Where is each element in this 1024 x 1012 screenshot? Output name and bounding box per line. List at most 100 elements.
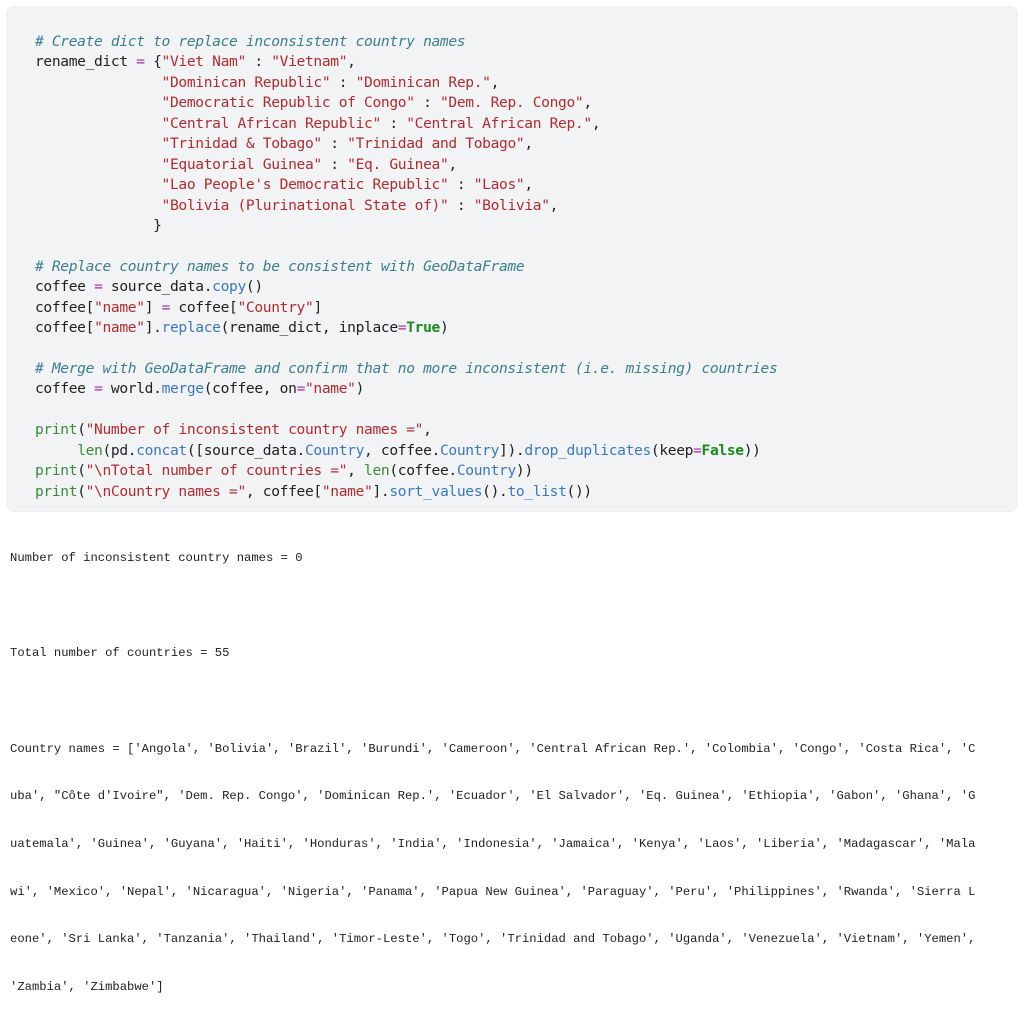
code-string: "name" (94, 298, 145, 316)
code-line: rename_dict = {"Viet Nam" : "Vietnam", (35, 52, 777, 72)
code-text: (rename_dict, inplace (220, 319, 399, 337)
code-string: "Dominican Republic" (161, 73, 331, 91)
code-string: "Central African Republic" (161, 114, 382, 132)
code-method: replace (161, 319, 221, 337)
code-text: , (423, 421, 432, 439)
code-string: "Bolivia" (473, 196, 550, 214)
code-comment: # Merge with GeoDataFrame and confirm th… (35, 360, 778, 377)
code-string: "name" (321, 482, 373, 500)
code-line: coffee = source_data.copy() (35, 277, 777, 297)
cell-output: Number of inconsistent country names = 0… (10, 519, 1018, 1012)
code-operator: = (136, 53, 145, 71)
code-method: Country (456, 462, 516, 480)
output-country-names-line: uatemala', 'Guinea', 'Guyana', 'Haiti', … (10, 837, 976, 852)
code-text: , (347, 53, 356, 71)
code-comment: # Replace country names to be consistent… (35, 257, 525, 275)
output-country-names-line: wi', 'Mexico', 'Nepal', 'Nicaragua', 'Ni… (10, 884, 976, 899)
code-text: (). (482, 482, 508, 500)
code-text: : (414, 94, 440, 112)
code-text: ]. (372, 482, 390, 500)
code-string: "name" (94, 319, 145, 337)
code-method: merge (161, 380, 205, 398)
code-string: "Equatorial Guinea" (161, 155, 323, 173)
code-text: world. (102, 380, 162, 398)
code-text: , (591, 114, 601, 132)
code-text: )) (515, 462, 533, 480)
code-line: "Democratic Republic of Congo" : "Dem. R… (35, 93, 777, 113)
code-string: "Democratic Republic of Congo" (161, 94, 415, 112)
code-line: "Bolivia (Plurinational State of)" : "Bo… (35, 196, 777, 216)
code-line: print("Number of inconsistent country na… (35, 420, 777, 440)
output-total-countries: Total number of countries = 55 (10, 646, 230, 661)
code-keyword: False (701, 441, 745, 459)
code-operator: = (94, 380, 103, 398)
code-line: "Equatorial Guinea" : "Eq. Guinea", (35, 155, 777, 175)
code-keyword: True (406, 319, 440, 337)
code-line: len(pd.concat([source_data.Country, coff… (35, 441, 777, 461)
output-country-names-line: 'Zambia', 'Zimbabwe'] (10, 980, 164, 995)
code-line: # Create dict to replace inconsistent co… (35, 32, 777, 52)
code-text: , (347, 462, 365, 480)
code-text: ]. (144, 319, 162, 337)
code-text: ([source_data. (186, 441, 305, 459)
code-method: to_list (507, 482, 567, 500)
code-text: ] (313, 298, 322, 316)
code-text: , coffee[ (245, 482, 322, 500)
code-line: "Dominican Republic" : "Dominican Rep.", (35, 73, 777, 93)
code-method: sort_values (389, 482, 483, 500)
code-string: "Dominican Rep." (355, 73, 491, 91)
code-text: : (448, 196, 474, 214)
output-country-names-line: uba', "Côte d'Ivoire", 'Dem. Rep. Congo'… (10, 789, 976, 804)
code-cell[interactable]: # Create dict to replace inconsistent co… (6, 6, 1018, 512)
code-text: { (144, 53, 162, 71)
code-text: ( (77, 462, 86, 480)
code-line (35, 400, 777, 420)
code-line: # Replace country names to be consistent… (35, 257, 777, 277)
code-text (35, 115, 162, 132)
code-text: ) (439, 319, 449, 337)
code-builtin: print (35, 421, 78, 439)
code-text: : (321, 155, 348, 173)
code-operator: = (161, 298, 171, 316)
code-string: "\nTotal number of countries =" (85, 462, 348, 480)
code-text (35, 156, 162, 173)
output-spacer (10, 599, 1018, 615)
code-string: "\nCountry names =" (85, 482, 247, 500)
code-string: "Lao People's Democratic Republic" (161, 176, 449, 194)
code-builtin: print (35, 462, 78, 480)
code-method: concat (136, 441, 187, 459)
code-text: ( (77, 482, 86, 500)
code-text: , (524, 176, 533, 194)
code-operator: = (94, 278, 103, 296)
code-text: rename_dict (35, 53, 137, 71)
code-line: # Merge with GeoDataFrame and confirm th… (35, 359, 778, 379)
code-line: print("\nCountry names =", coffee["name"… (35, 482, 777, 502)
code-line: coffee["name"] = coffee["Country"] (35, 298, 777, 318)
code-string: "Vietnam" (271, 53, 348, 71)
code-string: "Number of inconsistent country names =" (85, 421, 424, 439)
code-string: "Country" (237, 298, 314, 316)
code-text (35, 442, 77, 459)
code-line: "Central African Republic" : "Central Af… (35, 114, 777, 134)
code-text: (coffee. (389, 462, 457, 480)
code-line: coffee = world.merge(coffee, on="name") (35, 379, 777, 399)
code-text: ]). (499, 441, 525, 459)
output-inconsistent-count: Number of inconsistent country names = 0 (10, 550, 303, 565)
code-string: "Eq. Guinea" (347, 155, 449, 173)
code-operator: = (693, 441, 702, 459)
code-line (35, 339, 777, 359)
code-text: (coffee, on (203, 380, 297, 398)
code-text: : (245, 53, 272, 71)
code-text: : (330, 73, 356, 91)
code-text: coffee (35, 278, 95, 296)
output-country-names-line: eone', 'Sri Lanka', 'Tanzania', 'Thailan… (10, 932, 976, 947)
code-text: ) (355, 380, 365, 398)
code-string: "Laos" (473, 176, 525, 194)
code-editor[interactable]: # Create dict to replace inconsistent co… (35, 32, 778, 502)
code-text: coffee (35, 380, 95, 398)
code-text: , (524, 135, 533, 153)
code-text: source_data. (102, 278, 213, 296)
code-text: coffee[ (35, 319, 95, 337)
code-string: "Trinidad & Tobago" (161, 135, 323, 153)
code-text: () (245, 278, 263, 296)
